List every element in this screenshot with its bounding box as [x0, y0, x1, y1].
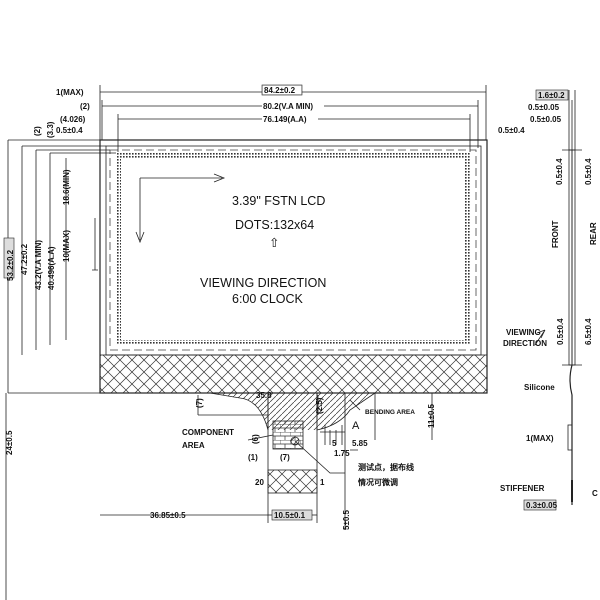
left-dimensions: 53.2±0.2 47.2±0.2 43.2(V.A MIN) 40.496(A…: [3, 139, 116, 600]
fpc-tail: [100, 392, 433, 530]
silicone-label: Silicone: [524, 383, 555, 392]
dim-rear-tol-2: 6.5±0.4: [584, 318, 593, 345]
component-area: [272, 420, 304, 450]
side-view: 1.6±0.2 0.5±0.05 0.5±0.05 0.5±0.4 0.5±0.…: [500, 89, 598, 511]
side-viewing-label-1: VIEWING: [506, 328, 541, 337]
dim-1: (1): [248, 453, 258, 462]
c-label: C: [592, 489, 598, 498]
pin-1-label: 1: [320, 478, 325, 487]
dim-side-1max: 1(MAX): [526, 434, 554, 443]
dim-7b: (7): [280, 453, 290, 462]
front-label: FRONT: [551, 220, 560, 248]
dim-5-85: 5.85: [352, 439, 368, 448]
dim-total-height: 24±0.5: [5, 430, 14, 455]
dim-fpc-top-width: 35.8: [256, 391, 272, 400]
dim-aa-height: 40.496(A.A): [47, 246, 56, 290]
test-point-note-2: 情况可微调: [357, 477, 398, 487]
viewing-direction-label: VIEWING DIRECTION: [200, 276, 326, 290]
stiffener-label: STIFFENER: [500, 484, 545, 493]
dots-label: DOTS:132x64: [235, 218, 314, 232]
component-label-1: COMPONENT: [182, 428, 234, 437]
dim-height: 53.2±0.2: [6, 249, 15, 281]
dim-outline-width: 84.2±0.2: [264, 86, 296, 95]
dim-side-t2: 0.5±0.05: [530, 115, 562, 124]
dim-r2: (2): [33, 126, 42, 136]
side-viewing-label-2: DIRECTION: [503, 339, 547, 348]
dim-4026: (4.026): [60, 115, 86, 124]
dim-front-tol-2: 0.5±0.4: [556, 318, 565, 345]
dim-va-height: 43.2(V.A MIN): [34, 240, 43, 290]
clock-label: 6:00 CLOCK: [232, 292, 304, 306]
lcd-title: 3.39" FSTN LCD: [232, 194, 325, 208]
top-dimensions: 1(MAX) (2) (4.026) (2) (3.3) 0.5±0.4 84.…: [33, 84, 525, 152]
seal-area: [99, 354, 488, 394]
dim-18-6-min: 18.6(MIN): [62, 169, 71, 205]
component-label-2: AREA: [182, 441, 205, 450]
dim-5: 5±0.5: [342, 509, 351, 530]
dim-11: 11±0.5: [427, 403, 436, 428]
fpc-labels: 35.8 (7) (2.5) BENDING AREA 11±0.5 A COM…: [150, 391, 436, 530]
detail-a-label: A: [352, 420, 360, 432]
dim-2-5: (2.5): [315, 397, 324, 414]
dim-10-max: 10(MAX): [62, 230, 71, 262]
dim-aa-width: 76.149(A.A): [263, 115, 307, 124]
dim-side-thickness: 1.6±0.2: [538, 91, 565, 100]
dim-rear-tol: 0.5±0.4: [584, 158, 593, 185]
dim-1-75: 1.75: [334, 449, 350, 458]
lcd-module-front: [99, 139, 488, 394]
dim-tol-right: 0.5±0.4: [498, 126, 525, 135]
dim-1max: 1(MAX): [56, 88, 84, 97]
dim-7a: (7): [195, 398, 204, 408]
dim-fpc-offset: 36.85±0.5: [150, 511, 186, 520]
bending-area-label: BENDING AREA: [365, 409, 415, 416]
dim-glass-height: 47.2±0.2: [20, 243, 29, 275]
up-arrow-icon: ⇧: [269, 236, 279, 250]
test-point-note-1: 测试点，据布线: [358, 462, 414, 472]
dim-5: 5: [332, 439, 337, 448]
pin-20-label: 20: [255, 478, 264, 487]
dim-r33: (3.3): [46, 121, 55, 138]
dim-6: (6): [251, 434, 260, 444]
dim-front-tol: 0.5±0.4: [555, 158, 564, 185]
dim-va-width: 80.2(V.A MIN): [263, 102, 313, 111]
dim-fpc-width: 10.5±0.1: [274, 511, 306, 520]
dim-side-t1: 0.5±0.05: [528, 103, 560, 112]
dim-tol-left: 0.5±0.4: [56, 126, 83, 135]
dim-fpc-thickness: 0.3±0.05: [526, 501, 558, 510]
screen-labels: 3.39" FSTN LCD DOTS:132x64 ⇧ VIEWING DIR…: [200, 194, 326, 306]
fpc-connector: [267, 469, 318, 494]
dim-2: (2): [80, 102, 90, 111]
rear-label: REAR: [589, 222, 598, 245]
